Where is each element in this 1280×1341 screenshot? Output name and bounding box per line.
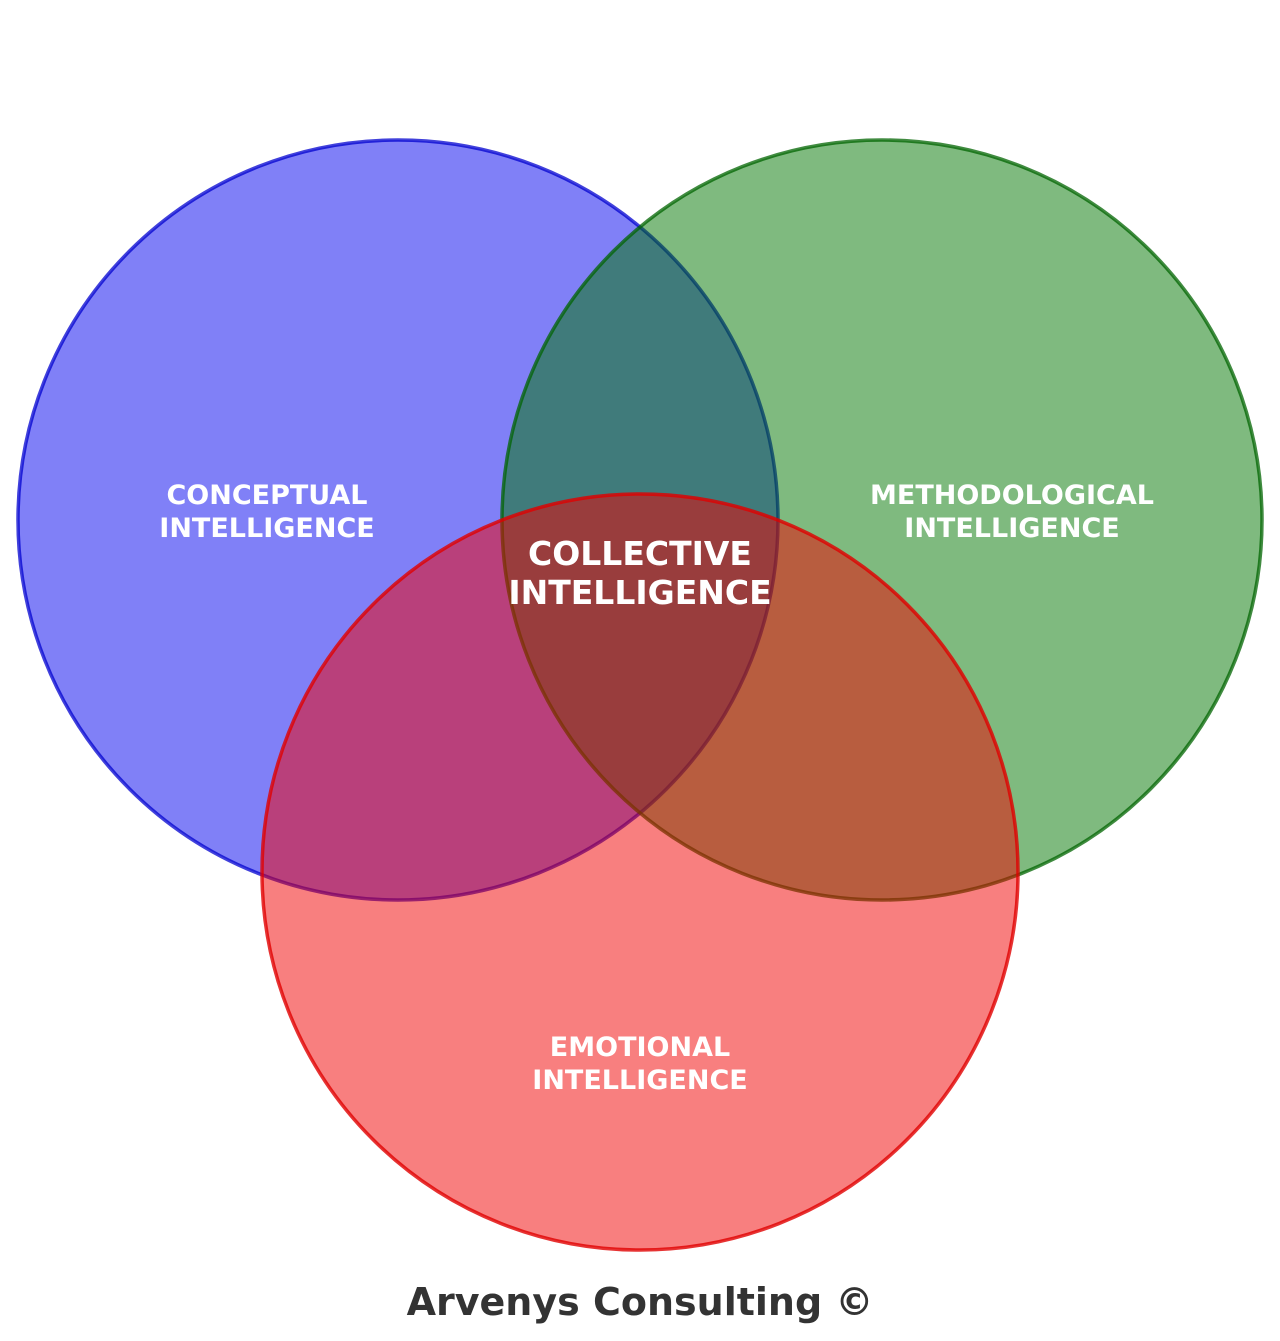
- collective-intelligence-label: COLLECTIVE INTELLIGENCE: [508, 534, 771, 612]
- conceptual-label: CONCEPTUAL INTELLIGENCE: [159, 479, 374, 545]
- methodological-label: METHODOLOGICAL INTELLIGENCE: [870, 479, 1154, 545]
- collective-label-line2: INTELLIGENCE: [508, 573, 772, 612]
- emotional-label-line1: EMOTIONAL: [549, 1032, 731, 1063]
- emotional-label-line2: INTELLIGENCE: [532, 1065, 748, 1096]
- footer-brand-text: Arvenys Consulting ©: [406, 1280, 874, 1324]
- emotional-label: EMOTIONAL INTELLIGENCE: [532, 1031, 747, 1097]
- emotional-circle: [260, 492, 1020, 1252]
- collective-label-line1: COLLECTIVE: [528, 534, 752, 573]
- methodological-label-line2: INTELLIGENCE: [904, 513, 1120, 544]
- conceptual-label-line1: CONCEPTUAL: [166, 480, 368, 511]
- methodological-label-line1: METHODOLOGICAL: [870, 480, 1154, 511]
- conceptual-label-line2: INTELLIGENCE: [159, 513, 375, 544]
